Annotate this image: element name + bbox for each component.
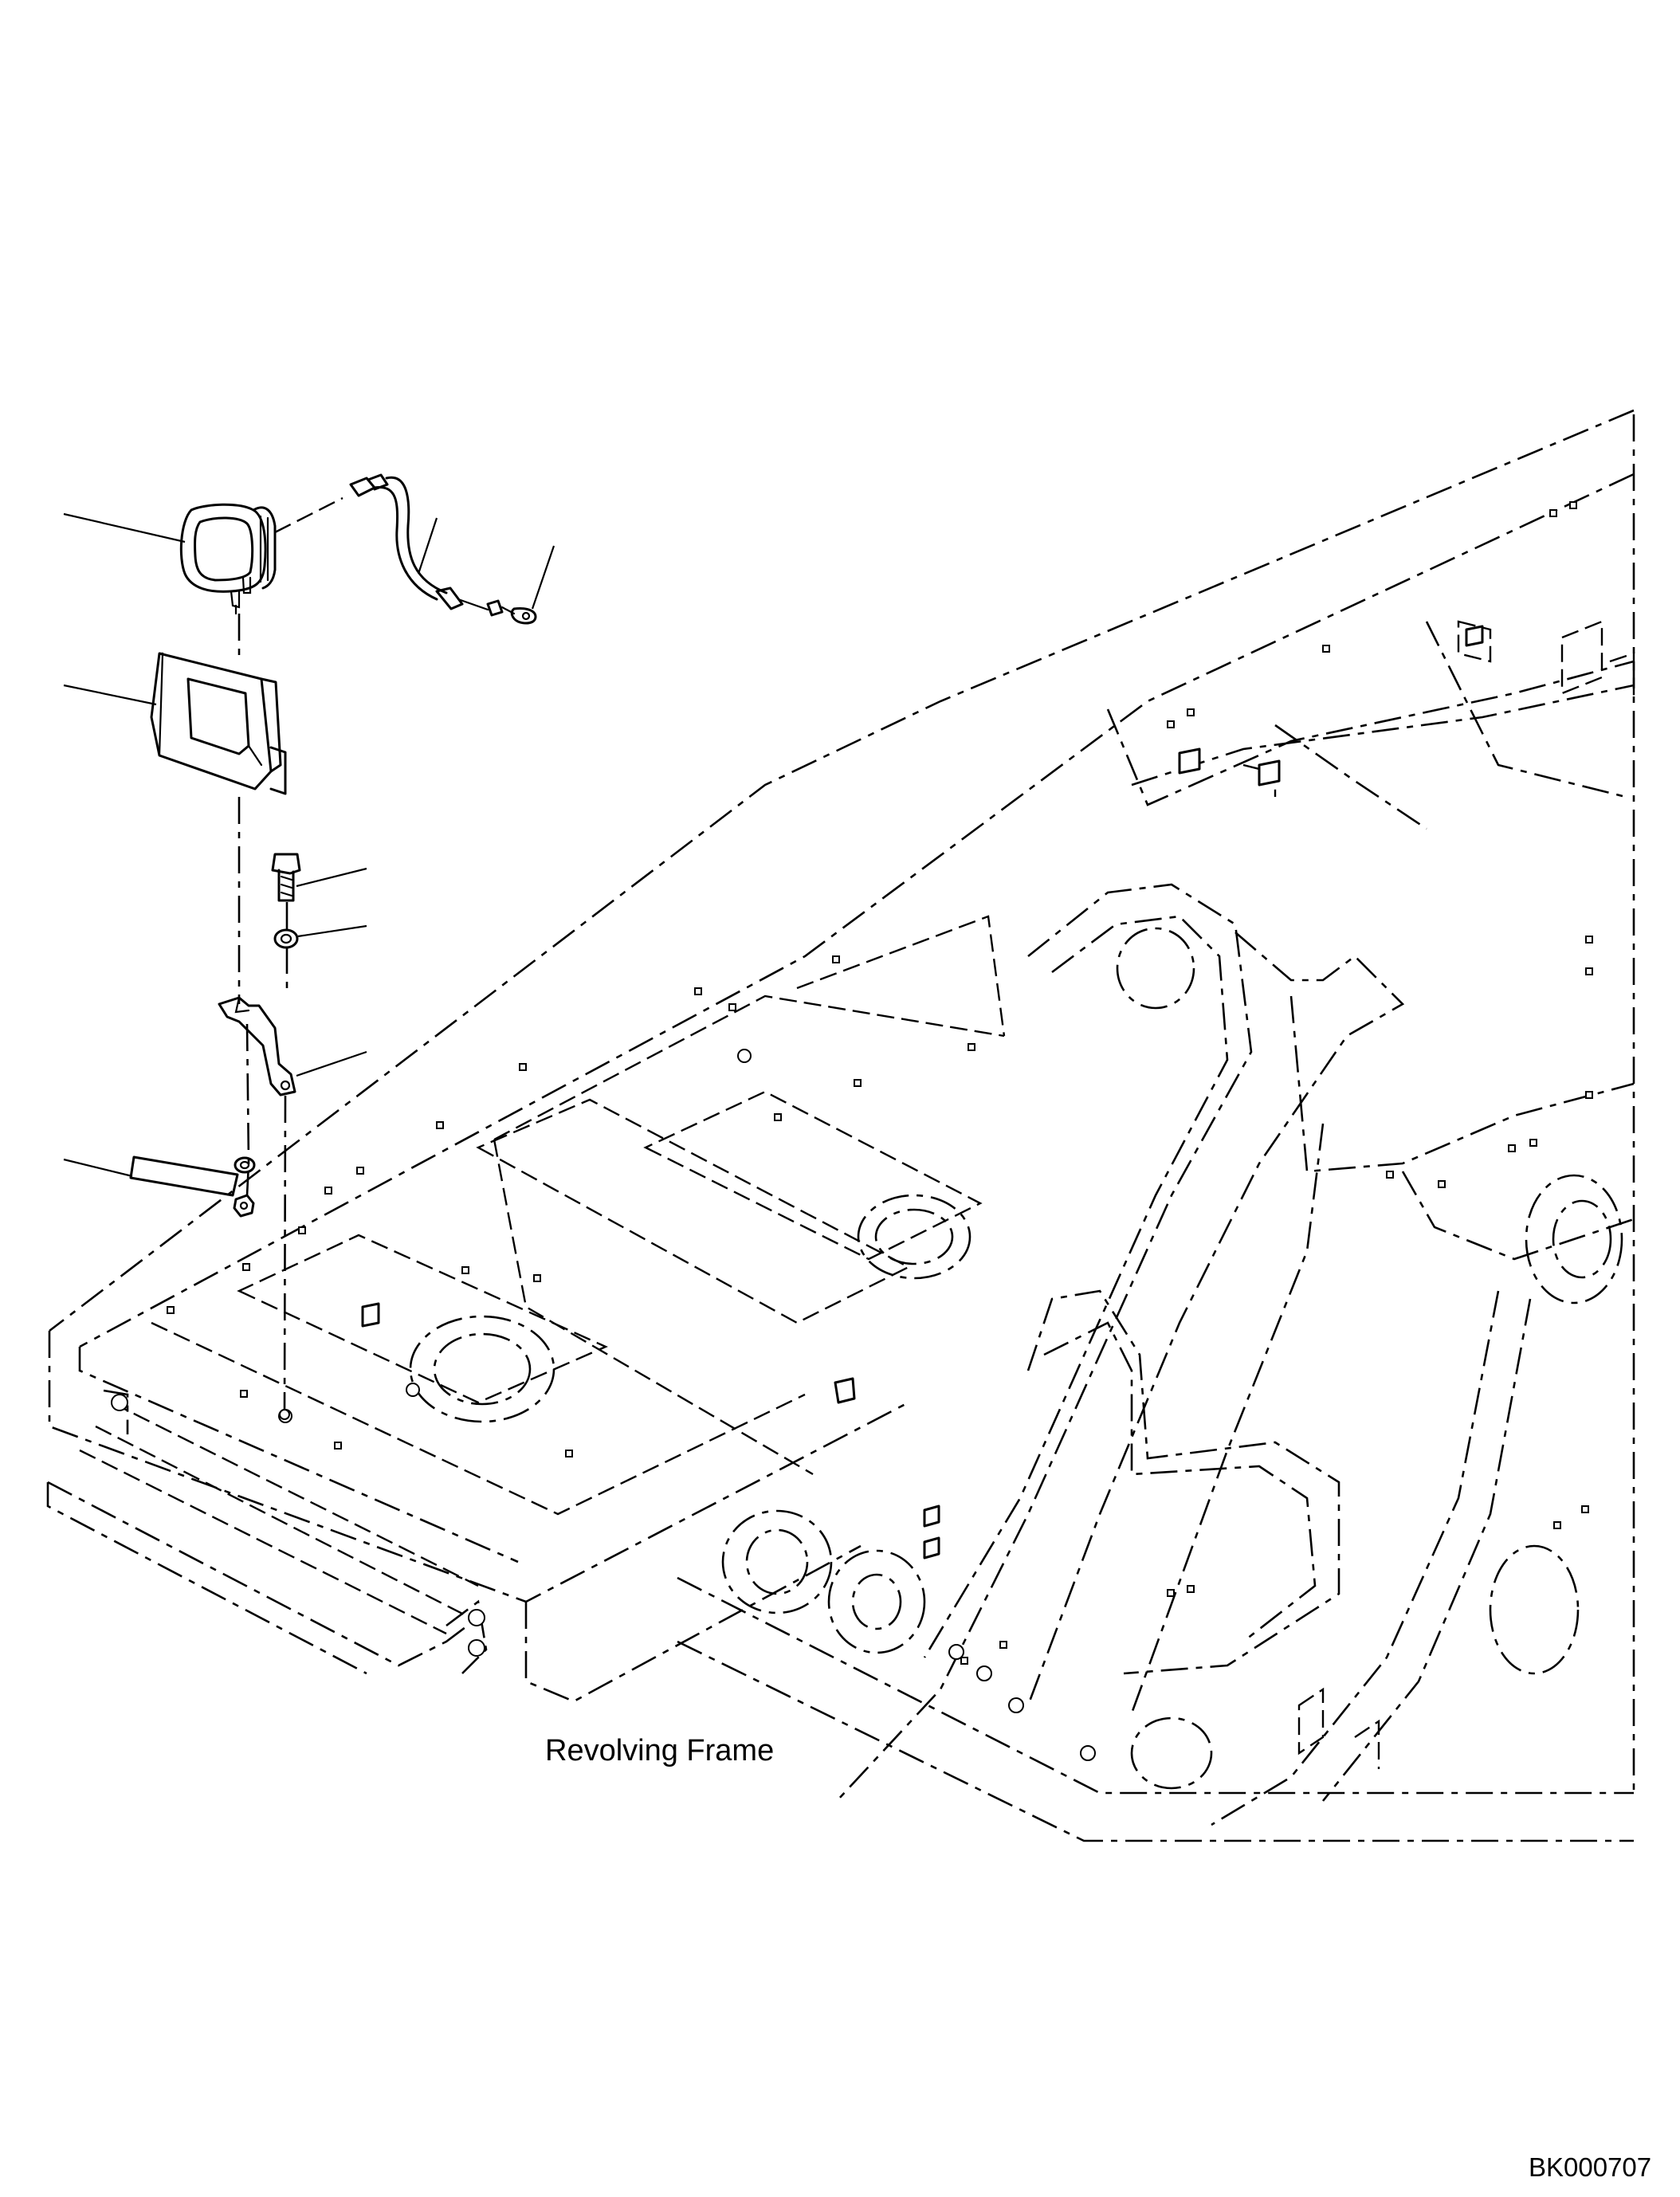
frame-small-features — [167, 501, 1593, 1761]
assembly-centerline-bolt — [283, 902, 289, 1411]
washer-nut-part — [233, 1156, 256, 1218]
lamp-guard-part — [150, 652, 287, 795]
diagram-caption: Revolving Frame — [545, 1734, 775, 1767]
mounting-hole — [279, 1409, 290, 1420]
revolving-frame-outline — [46, 409, 1635, 1842]
lamp-part — [179, 503, 277, 615]
harness-part — [349, 473, 537, 625]
assembly-centerline-lamp — [237, 614, 250, 1196]
callout-leaders — [63, 512, 555, 1197]
bracket-part — [218, 996, 296, 1097]
bolt-part — [271, 853, 301, 902]
lamp-harness-link — [274, 496, 343, 534]
washer-part — [273, 928, 299, 949]
drawing-number: BK000707 — [1529, 2152, 1652, 2182]
